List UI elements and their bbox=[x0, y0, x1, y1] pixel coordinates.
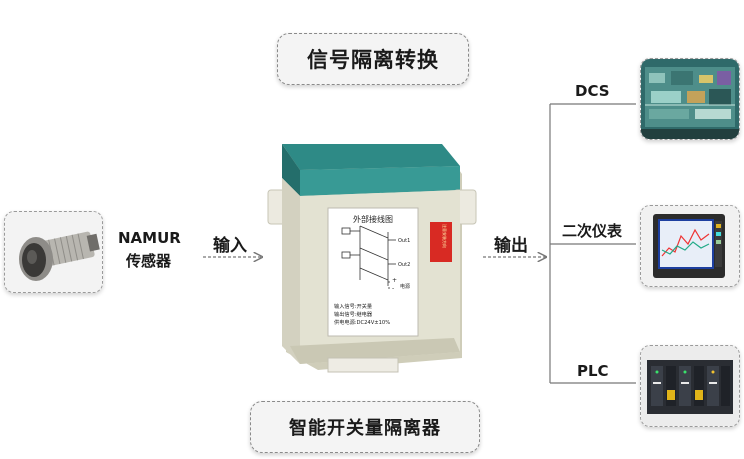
top-title: 信号隔离转换 bbox=[307, 48, 439, 72]
power-label: 电源 bbox=[400, 283, 410, 290]
input-label: 输入 bbox=[213, 236, 247, 256]
output-dcs-label: DCS bbox=[575, 82, 610, 100]
panel-title: 外部接线图 bbox=[353, 214, 393, 224]
top-title-pill: 信号隔离转换 bbox=[277, 33, 469, 85]
desc-line3: 供电电源:DC24V±10% bbox=[334, 318, 390, 326]
output-label: 输出 bbox=[494, 236, 528, 256]
output-plc-label: PLC bbox=[577, 362, 609, 380]
out1-label: Out1 bbox=[398, 238, 410, 244]
power-minus: - bbox=[392, 285, 394, 292]
sensor-label-line1: NAMUR bbox=[118, 229, 181, 247]
desc-line1: 输入信号:开关量 bbox=[334, 302, 372, 310]
plc-image bbox=[640, 345, 740, 427]
namur-sensor-image bbox=[4, 211, 103, 293]
desc-line2: 输出信号:继电器 bbox=[334, 310, 373, 318]
isolator-module: 注意安装方向 bbox=[267, 144, 477, 373]
bottom-title-pill: 智能开关量隔离器 bbox=[250, 401, 480, 453]
output-meter-label: 二次仪表 bbox=[562, 222, 623, 240]
sensor-label-line2: 传感器 bbox=[126, 252, 172, 270]
power-plus: + bbox=[392, 277, 397, 284]
secondary-meter-image bbox=[640, 205, 740, 287]
out2-label: Out2 bbox=[398, 262, 410, 268]
bottom-title: 智能开关量隔离器 bbox=[289, 418, 441, 439]
dcs-image bbox=[640, 58, 740, 140]
side-sticker-text: 注意安装方向 bbox=[442, 224, 448, 248]
wiring-panel: 外部接线图 Out1 Out2 + - 电源 输入信号:开关量 输出信号:继电器… bbox=[334, 214, 410, 326]
